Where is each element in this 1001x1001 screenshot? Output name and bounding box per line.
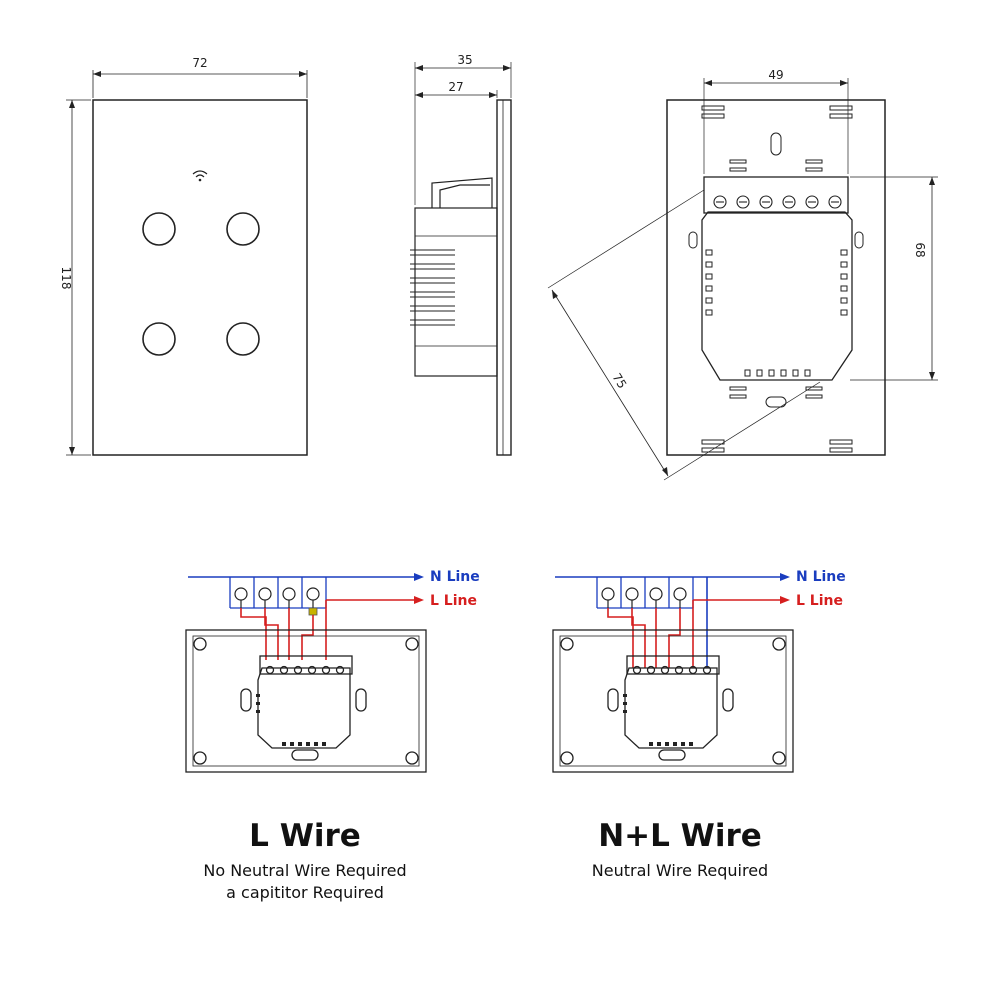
touch-button-icon (142, 322, 176, 356)
back-box-height-label: 68 (913, 242, 927, 257)
back-diagonal-label: 75 (609, 371, 629, 391)
terminal-block (703, 176, 849, 214)
back-plate (666, 99, 886, 456)
back-box-width-label: 49 (768, 68, 783, 82)
right-n-line-label: N Line (796, 569, 846, 585)
wiring-right (552, 573, 794, 773)
back-view (547, 78, 938, 481)
side-body-depth-label: 27 (448, 80, 463, 94)
left-caption: L Wire No Neutral Wire Required a capiti… (170, 818, 440, 904)
left-n-line-label: N Line (430, 569, 480, 585)
terminal-screws (713, 195, 842, 209)
touch-button-icon (226, 322, 260, 356)
touch-button-icon (226, 212, 260, 246)
touch-button-icon (142, 212, 176, 246)
wifi-icon (192, 170, 208, 182)
left-caption-sub-2: a capititor Required (226, 883, 384, 902)
front-panel (92, 99, 308, 456)
bulb-icon (601, 587, 687, 608)
bulb-icon (234, 587, 320, 608)
left-caption-sub-1: No Neutral Wire Required (203, 861, 407, 880)
front-view (66, 70, 308, 456)
right-caption: N+L Wire Neutral Wire Required (540, 818, 820, 882)
front-width-label: 72 (192, 56, 207, 70)
left-l-line-label: L Line (430, 593, 477, 609)
right-l-line-label: L Line (796, 593, 843, 609)
right-caption-title: N+L Wire (598, 818, 762, 854)
right-caption-sub-1: Neutral Wire Required (591, 861, 769, 880)
side-view (410, 62, 512, 456)
back-box (701, 211, 853, 381)
capacitor-icon (308, 607, 318, 616)
left-caption-title: L Wire (249, 818, 361, 854)
side-glass (496, 99, 512, 456)
vent-slots (410, 249, 455, 326)
front-height-label: 118 (59, 267, 73, 290)
wiring-left (185, 573, 427, 773)
side-total-depth-label: 35 (457, 53, 472, 67)
